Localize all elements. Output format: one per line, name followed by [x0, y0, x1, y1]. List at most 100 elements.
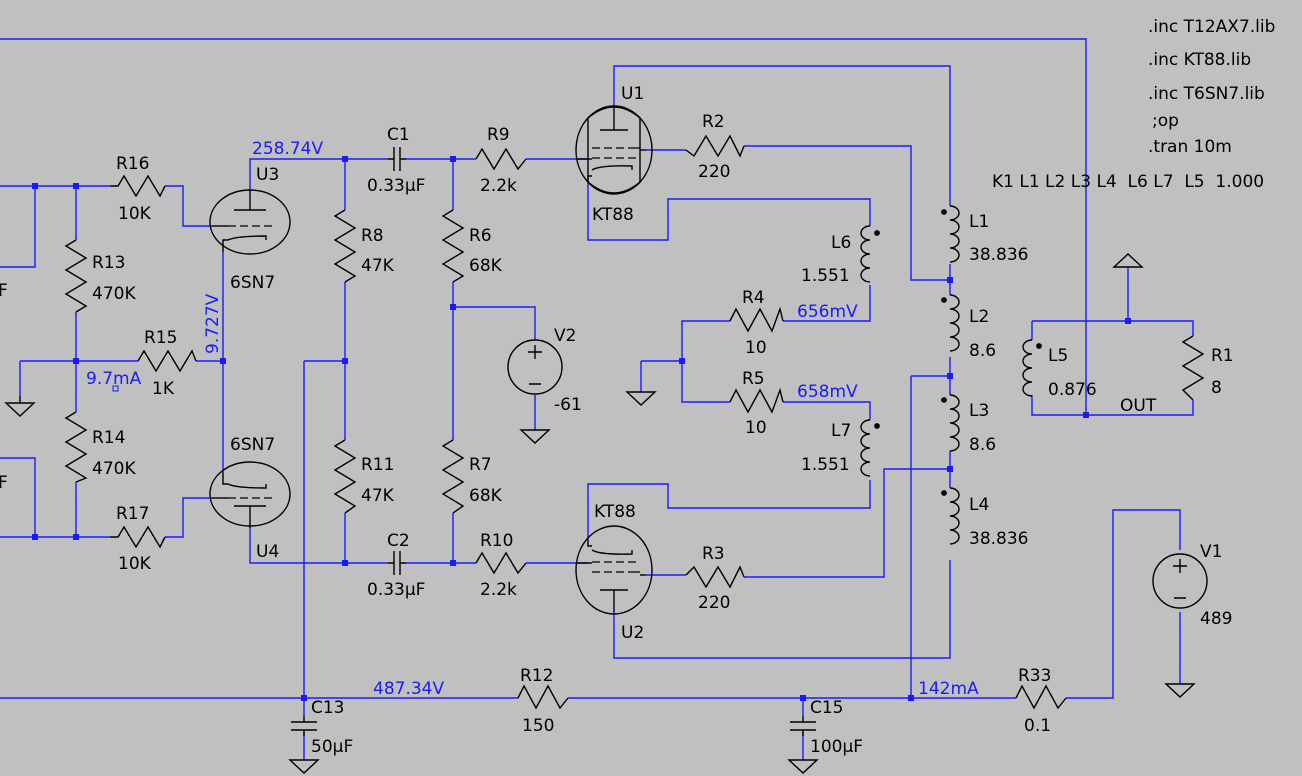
u3-model: 6SN7	[230, 273, 275, 293]
v2-ref: V2	[554, 326, 576, 346]
ground-icon	[4, 402, 36, 417]
u3-ref: U3	[256, 165, 279, 185]
r13-ref: R13	[92, 253, 125, 273]
u4-ref: U4	[256, 542, 279, 562]
net-label-out: OUT	[1120, 396, 1157, 416]
r1-value: 8	[1211, 378, 1222, 398]
r10-ref: R10	[480, 531, 513, 551]
wires	[0, 38, 1194, 760]
r11-value: 47K	[361, 486, 395, 506]
resistor-r11	[333, 439, 357, 514]
probe-cathode-current: 9.7mA	[86, 369, 142, 389]
component-labels: F F R16 10K R13 470K R15 1K R14 470K R17…	[0, 84, 1234, 757]
resistors	[64, 134, 1205, 710]
tube-u4	[209, 461, 291, 528]
r17-value: 10K	[118, 554, 152, 574]
partial-label-top: F	[0, 281, 8, 301]
resistor-r33	[1015, 684, 1067, 710]
directive-inc-kt88: .inc KT88.lib	[1148, 50, 1251, 70]
inductor-l6	[860, 225, 880, 283]
resistor-r2	[685, 134, 745, 158]
resistor-r8	[333, 209, 357, 283]
r15-value: 1K	[152, 379, 175, 399]
l7-ref: L7	[831, 421, 851, 441]
r8-value: 47K	[361, 256, 395, 276]
u2-model: KT88	[594, 502, 636, 522]
tube-u3	[209, 189, 291, 255]
capacitors	[291, 147, 816, 736]
directive-inc-t6sn7: .inc T6SN7.lib	[1148, 84, 1265, 104]
r7-ref: R7	[469, 455, 492, 475]
inductor-l4	[941, 487, 960, 545]
r10-value: 2.2k	[480, 580, 517, 600]
partial-label-bottom: F	[0, 473, 8, 493]
resistor-r7	[441, 439, 465, 514]
coupling-statement: K1 L1 L2 L3 L4 L6 L7 L5 1.000	[992, 172, 1264, 192]
resistor-r9	[475, 147, 527, 171]
r5-ref: R5	[742, 369, 765, 389]
r6-ref: R6	[469, 226, 492, 246]
c13-value: 50µF	[311, 737, 353, 757]
v2-value: -61	[554, 395, 582, 415]
ground-icon	[787, 759, 819, 774]
directive-inc-t12ax7: .inc T12AX7.lib	[1148, 17, 1275, 37]
r17-ref: R17	[116, 504, 149, 524]
r5-value: 10	[745, 418, 767, 438]
c15-ref: C15	[810, 698, 844, 718]
voltage-source-v1	[1152, 553, 1208, 609]
r8-ref: R8	[361, 226, 384, 246]
capacitor-c2	[388, 551, 406, 575]
c15-value: 100µF	[810, 737, 863, 757]
r16-ref: R16	[116, 154, 149, 174]
resistor-r10	[475, 551, 527, 575]
inductor-l7	[860, 419, 880, 477]
u1-model: KT88	[592, 205, 634, 225]
l6-ref: L6	[831, 233, 851, 253]
probe-u3-plate-voltage: 258.74V	[252, 139, 323, 159]
u2-ref: U2	[621, 623, 644, 643]
r4-ref: R4	[742, 288, 765, 308]
l5-value: 0.876	[1048, 380, 1097, 400]
r6-value: 68K	[469, 256, 503, 276]
resistor-r12	[517, 684, 569, 710]
resistor-r13	[64, 239, 88, 313]
capacitor-c13	[291, 716, 317, 736]
voltage-sources	[507, 339, 1208, 609]
probe-cathode-voltage: 9.727V	[203, 293, 223, 354]
resistor-r5	[729, 387, 784, 414]
ground-icon	[1164, 683, 1196, 698]
probe-supply-current: 142mA	[918, 679, 979, 699]
u1-ref: U1	[621, 84, 644, 104]
l4-value: 38.836	[969, 529, 1028, 549]
r12-value: 150	[522, 716, 554, 736]
r3-value: 220	[698, 593, 730, 613]
probe-readouts: 258.74V 9.727V 9.7mA 656mV 658mV 487.34V…	[86, 139, 979, 699]
resistor-r6	[441, 209, 465, 283]
c2-ref: C2	[387, 531, 410, 551]
c1-ref: C1	[387, 125, 410, 145]
l2-value: 8.6	[969, 341, 996, 361]
tube-u1	[575, 105, 653, 195]
output-port-icon	[1112, 253, 1144, 268]
r9-ref: R9	[487, 125, 510, 145]
inductors	[860, 205, 1042, 545]
v1-value: 489	[1200, 609, 1232, 629]
resistor-r1	[1181, 335, 1205, 401]
tubes	[209, 105, 653, 615]
inductor-l3	[941, 394, 960, 452]
c2-value: 0.33µF	[367, 580, 425, 600]
c13-ref: C13	[311, 698, 345, 718]
c1-value: 0.33µF	[367, 176, 425, 196]
directive-op: ;op	[1152, 111, 1179, 131]
l4-ref: L4	[969, 495, 989, 515]
resistor-r14	[64, 411, 88, 483]
r12-ref: R12	[520, 666, 553, 686]
r11-ref: R11	[361, 455, 394, 475]
r1-ref: R1	[1211, 346, 1234, 366]
r16-value: 10K	[118, 204, 152, 224]
r2-ref: R2	[702, 112, 725, 132]
r4-value: 10	[745, 338, 767, 358]
l3-ref: L3	[969, 401, 989, 421]
probe-supply-voltage: 487.34V	[373, 679, 444, 699]
l1-ref: L1	[969, 212, 989, 232]
